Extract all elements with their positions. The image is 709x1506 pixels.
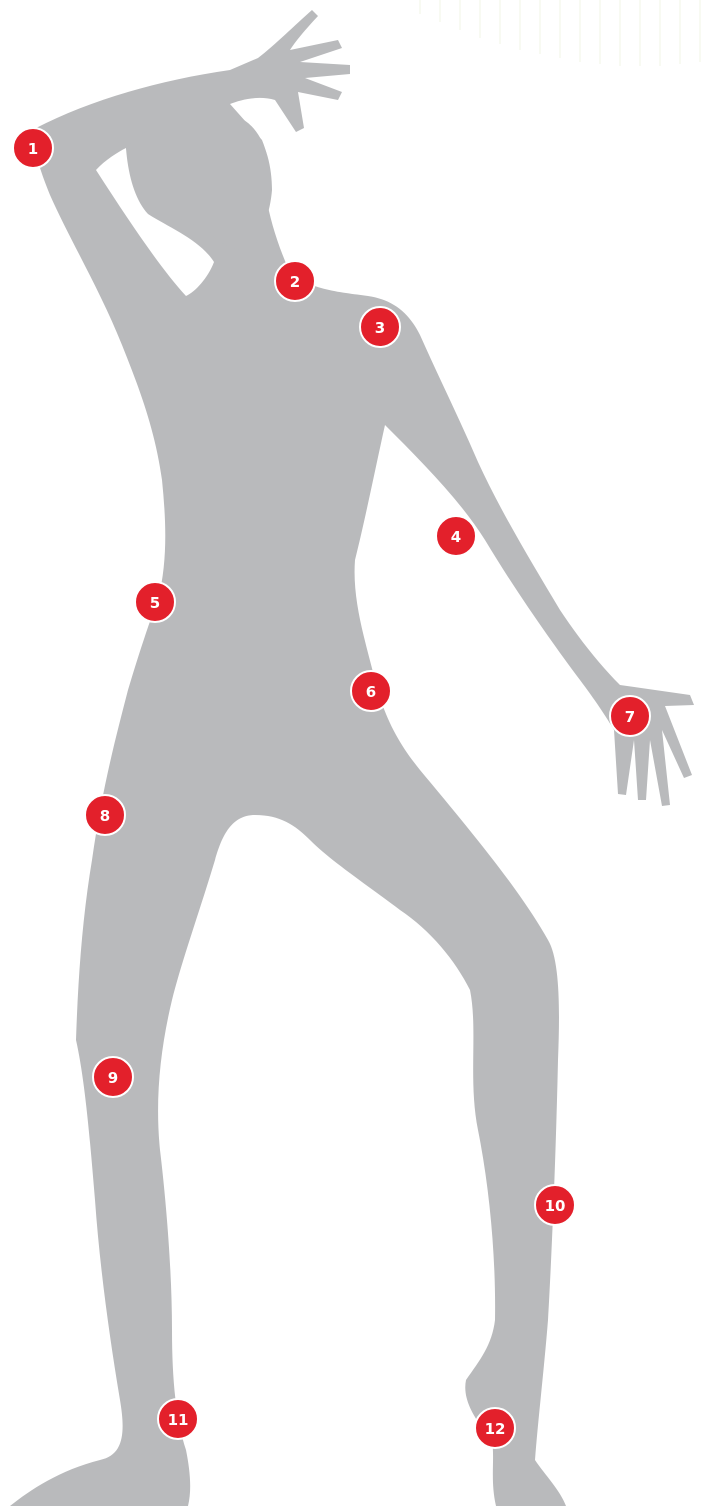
marker-3: 3 <box>360 307 400 347</box>
silhouette-body <box>10 10 694 1506</box>
marker-2: 2 <box>275 261 315 301</box>
human-silhouette <box>10 10 694 1506</box>
marker-7: 7 <box>610 696 650 736</box>
marker-label: 12 <box>485 1420 506 1438</box>
marker-4: 4 <box>436 516 476 556</box>
marker-6: 6 <box>351 671 391 711</box>
marker-label: 7 <box>625 708 635 726</box>
marker-11: 11 <box>158 1399 198 1439</box>
marker-9: 9 <box>93 1057 133 1097</box>
marker-label: 8 <box>100 807 110 825</box>
marker-label: 2 <box>290 273 300 291</box>
marker-8: 8 <box>85 795 125 835</box>
marker-label: 11 <box>168 1411 189 1429</box>
marker-12: 12 <box>475 1408 515 1448</box>
marker-label: 6 <box>366 683 376 701</box>
marker-label: 5 <box>150 594 160 612</box>
marker-label: 4 <box>451 528 461 546</box>
decorative-hatching <box>420 0 700 66</box>
marker-1: 1 <box>13 128 53 168</box>
marker-label: 9 <box>108 1069 118 1087</box>
marker-5: 5 <box>135 582 175 622</box>
marker-label: 1 <box>28 140 38 158</box>
marker-10: 10 <box>535 1185 575 1225</box>
marker-label: 10 <box>545 1197 566 1215</box>
marker-label: 3 <box>375 319 385 337</box>
